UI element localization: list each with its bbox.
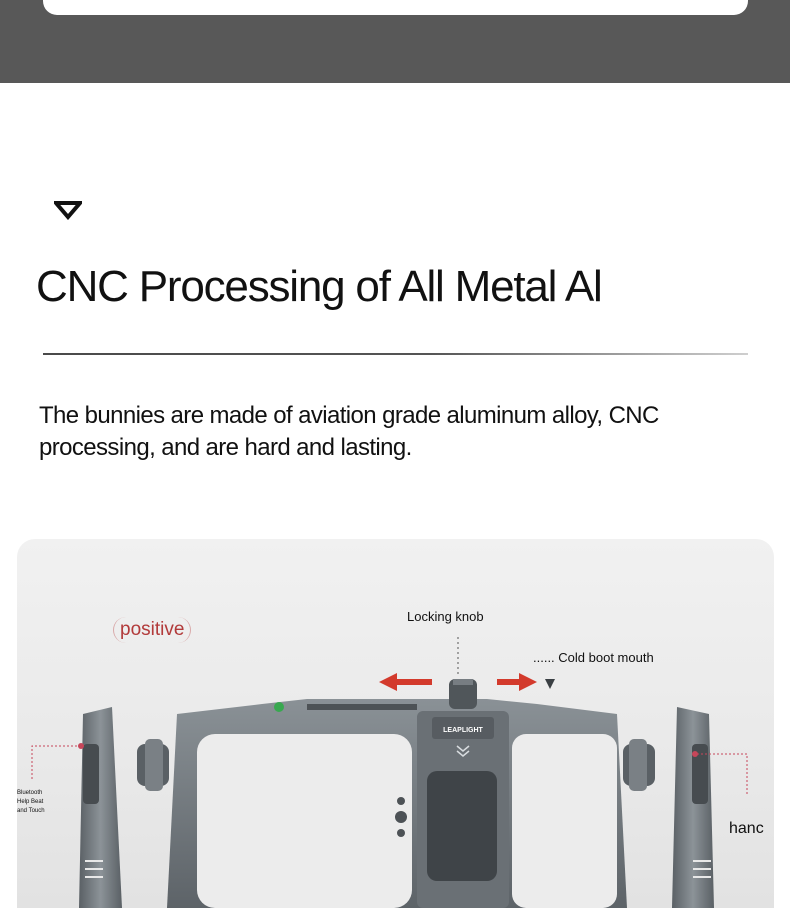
brand-mark: LEAPLIGHT [443, 727, 483, 734]
red-arrow-icon [379, 673, 537, 691]
section-description: The bunnies are made of aviation grade a… [39, 402, 659, 461]
label-positive: positive [113, 617, 192, 643]
section-title: CNC Processing of All Metal Al [36, 262, 603, 311]
triangle-down-icon [54, 201, 82, 220]
title-divider [43, 353, 748, 355]
product-image: LEAPLIGHT [17, 539, 774, 908]
label-locking-knob: Locking knob [407, 609, 484, 624]
top-banner [0, 0, 790, 83]
label-hand: hanc [729, 820, 764, 837]
label-bluetooth: Bluetooth Help Beat and Touch [17, 790, 45, 814]
top-card [43, 0, 748, 15]
camera-cage-illustration: LEAPLIGHT [31, 637, 748, 908]
label-cold-boot-mouth: ...... Cold boot mouth [533, 650, 654, 665]
